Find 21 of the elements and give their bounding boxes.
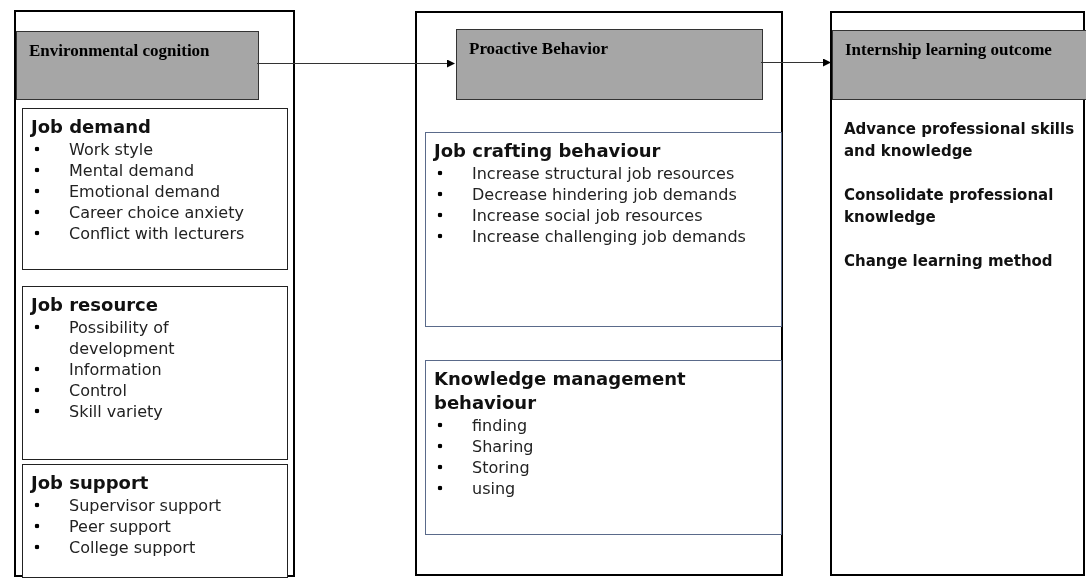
category-box	[22, 464, 288, 578]
category-box	[425, 360, 782, 535]
header-box: Environmental cognition	[16, 31, 259, 100]
column-box	[14, 10, 295, 577]
column-box	[830, 11, 1085, 576]
category-box	[425, 132, 782, 327]
outcome-text: Change learning method	[844, 251, 1054, 272]
box-heading: Job support	[31, 471, 150, 495]
arrow	[760, 58, 831, 67]
column-box	[415, 11, 783, 576]
header-box: Internship learning outcome	[832, 30, 1086, 100]
box-heading: Knowledge management behaviour	[434, 367, 687, 415]
category-box	[22, 108, 288, 270]
box-heading: Job demand	[31, 115, 152, 139]
outcome-text: Consolidate professional knowledge	[844, 185, 1055, 228]
header-box: Proactive Behavior	[456, 29, 763, 100]
box-heading: Job crafting behaviour	[434, 139, 662, 163]
category-box	[22, 286, 288, 460]
box-heading: Job resource	[31, 293, 159, 317]
outcome-text: Advance professional skills and knowledge	[844, 119, 1076, 162]
arrow	[256, 59, 455, 68]
